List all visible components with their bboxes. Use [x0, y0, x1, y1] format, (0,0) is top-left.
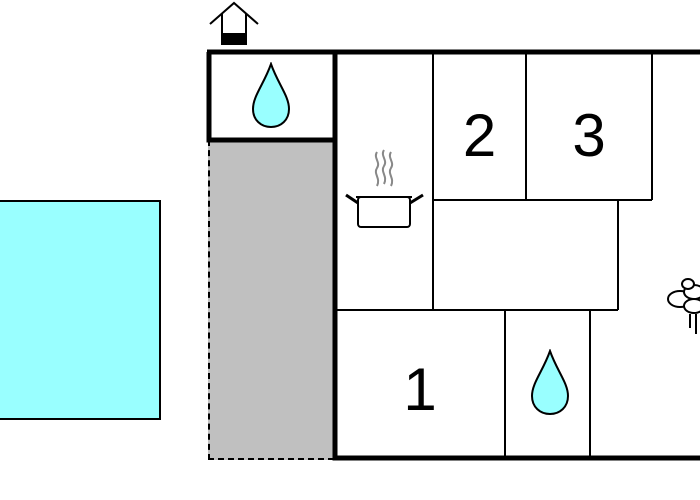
cooking-pot-icon — [345, 149, 424, 228]
swimming-pool — [0, 200, 161, 420]
water-drop-icon — [251, 62, 291, 129]
room-number-2: 2 — [462, 102, 497, 169]
terrace-area — [208, 140, 334, 460]
house-entrance-icon — [209, 1, 259, 45]
room-number-1: 1 — [403, 356, 437, 423]
table-chairs-icon — [667, 278, 700, 334]
water-drop-icon — [530, 349, 570, 416]
room-number-3: 3 — [572, 102, 606, 169]
